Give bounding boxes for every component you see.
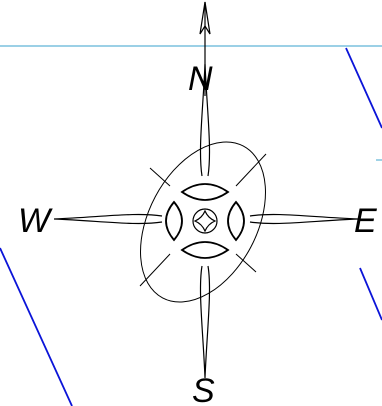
west-arc — [165, 200, 183, 242]
north-arrow-head — [199, 1, 211, 35]
tick-northeast — [235, 153, 267, 187]
north-point — [199, 63, 211, 177]
north-arc — [180, 183, 230, 201]
center-circle — [192, 208, 218, 234]
south-label: S — [192, 372, 215, 406]
compass-ellipse — [140, 141, 266, 303]
tick-southwest — [139, 253, 171, 287]
upper-right-diagonal-line — [345, 47, 382, 129]
west-point — [53, 213, 163, 225]
east-arc — [227, 200, 245, 242]
diagonal-ticks — [139, 153, 267, 287]
south-arc — [180, 241, 230, 259]
center-star — [193, 209, 217, 233]
tick-southeast — [235, 253, 257, 273]
lower-right-diagonal-line — [359, 267, 382, 321]
west-label: W — [18, 202, 53, 240]
left-diagonal-line — [0, 247, 73, 406]
south-point — [199, 265, 211, 379]
east-point — [249, 213, 359, 225]
east-label: E — [354, 202, 377, 240]
tick-northwest — [149, 167, 171, 187]
cardinal-points — [53, 63, 359, 379]
center-arcs — [165, 183, 245, 259]
north-label: N — [188, 60, 213, 98]
